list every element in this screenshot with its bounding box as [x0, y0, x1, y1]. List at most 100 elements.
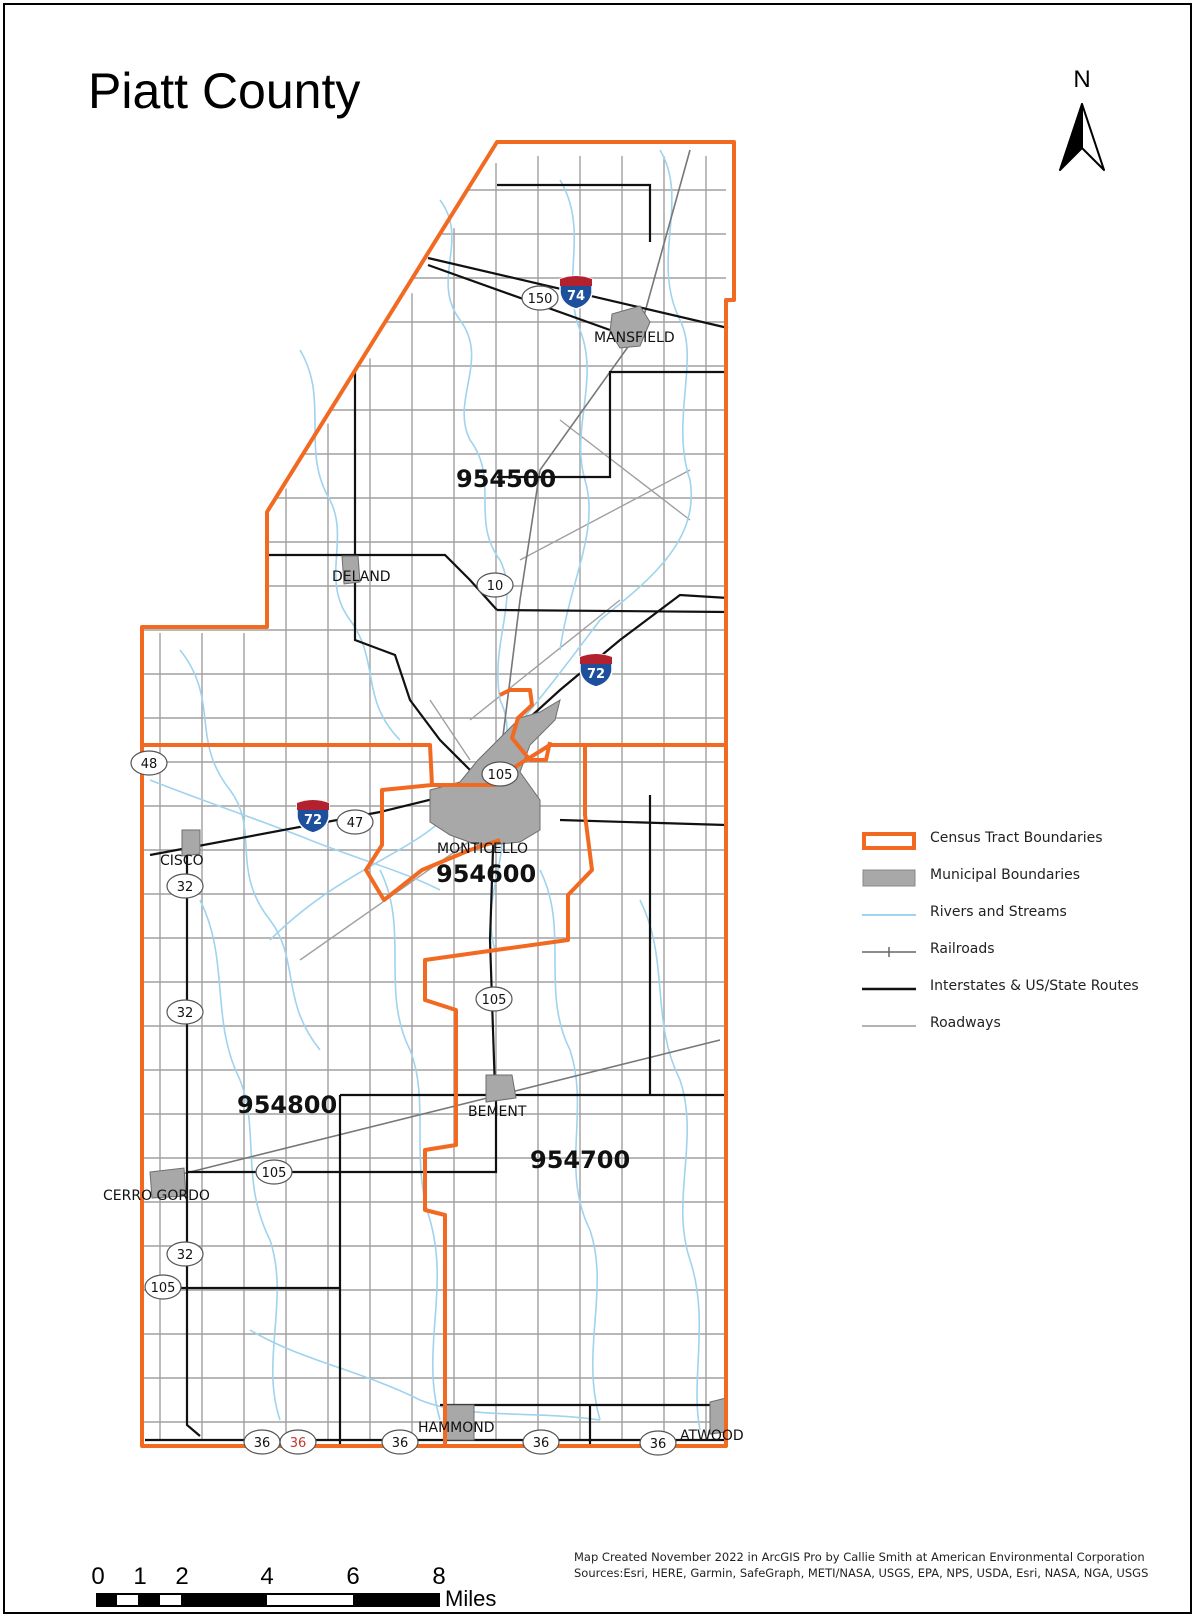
north-letter: N — [1073, 66, 1091, 93]
shield-label: 36 — [650, 1437, 667, 1452]
us-route-shield: 36 — [243, 1429, 281, 1455]
shield-label: 32 — [177, 1006, 194, 1021]
us-route-shield: 36 — [639, 1430, 677, 1456]
scale-tick-0: 0 — [91, 1563, 104, 1590]
state-route-shield: 105 — [255, 1159, 293, 1185]
shield-label: 10 — [487, 579, 504, 594]
place-label-hammond: HAMMOND — [418, 1420, 495, 1436]
us-route-shield: 36 — [522, 1429, 560, 1455]
railroads-layer — [177, 149, 721, 1176]
road-segment — [429, 699, 471, 761]
legend-label: Municipal Boundaries — [930, 867, 1081, 883]
legend-label: Census Tract Boundaries — [930, 830, 1103, 846]
shield-label: 36 — [533, 1436, 550, 1451]
state-route-shield: 10 — [476, 572, 514, 598]
shield-label: 150 — [528, 292, 553, 307]
shield-label: 72 — [587, 667, 605, 682]
us-route-shield: 150 — [521, 285, 559, 311]
map-title: Piatt County — [88, 63, 361, 119]
legend-item-municipal: Municipal Boundaries — [862, 865, 1182, 902]
tract-boundary-swatch — [862, 832, 916, 850]
north-arrow-icon — [1059, 103, 1105, 171]
municipal-deland — [341, 555, 361, 585]
state-route-shield: 48 — [130, 750, 168, 776]
county-boundary — [140, 140, 736, 1448]
tract-line-west — [364, 783, 501, 902]
place-label-cerro-gordo: CERRO GORDO — [103, 1188, 210, 1204]
route-shields: 74 72 72 150 36 36 36 36 36 10 105 48 47 32 32 32 105 105… — [130, 275, 677, 1456]
tract-line-central — [423, 745, 594, 1446]
place-label-atwood: ATWOOD — [680, 1428, 744, 1444]
road-segment — [469, 599, 621, 721]
legend-item-railroads: Railroads — [862, 939, 1182, 976]
north-arrow: N — [1052, 66, 1112, 186]
shield-label: 47 — [347, 816, 364, 831]
place-label-bement: BEMENT — [468, 1104, 527, 1120]
shield-label: 32 — [177, 1248, 194, 1263]
shield-label: 48 — [141, 757, 158, 772]
legend-item-roadways: Roadways — [862, 1013, 1182, 1050]
routes-layer — [145, 183, 729, 1446]
shield-label: 32 — [177, 880, 194, 895]
municipal-cisco — [181, 829, 201, 857]
place-label-deland: DELAND — [332, 569, 391, 585]
scale-tick-4: 4 — [260, 1563, 273, 1590]
shield-label: 105 — [488, 768, 513, 783]
tract-line-monticello-notch — [499, 688, 552, 762]
shield-label: 74 — [567, 289, 585, 304]
legend-item-routes: Interstates & US/State Routes — [862, 976, 1182, 1013]
tract-label-954600: 954600 — [436, 860, 536, 888]
shield-label: 105 — [482, 993, 507, 1008]
roadways-layer — [142, 156, 726, 1440]
state-route-shield: 32 — [166, 1241, 204, 1267]
scale-tick-8: 8 — [432, 1563, 445, 1590]
legend-label: Railroads — [930, 941, 995, 957]
interstate-shield-icon: 74 — [559, 275, 593, 310]
scale-tick-1: 1 — [133, 1563, 146, 1590]
credit-line-1: Map Created November 2022 in ArcGIS Pro … — [574, 1550, 1145, 1564]
route-swatch — [862, 987, 916, 991]
place-label-cisco: CISCO — [160, 853, 204, 869]
legend-item-rivers: Rivers and Streams — [862, 902, 1182, 939]
tract-label-954800: 954800 — [237, 1091, 337, 1119]
river-swatch — [862, 914, 916, 916]
map-frame — [3, 3, 1192, 1614]
state-route-shield: 32 — [166, 999, 204, 1025]
state-route-shield: 105 — [481, 761, 519, 787]
shield-label: 36 — [392, 1436, 409, 1451]
interstate-shield-icon: 72 — [579, 653, 613, 688]
state-route-shield: 32 — [166, 873, 204, 899]
legend-label: Roadways — [930, 1015, 1001, 1031]
legend-label: Interstates & US/State Routes — [930, 978, 1139, 994]
map-legend: Census Tract Boundaries Municipal Bounda… — [862, 828, 1182, 1050]
scale-bar: 0 1 2 4 6 8 Miles — [91, 1563, 496, 1611]
legend-item-tract: Census Tract Boundaries — [862, 828, 1182, 865]
tract-label-954700: 954700 — [530, 1146, 630, 1174]
tract-label-954500: 954500 — [456, 465, 556, 493]
us-route-shield: 36 — [279, 1429, 317, 1455]
legend-label: Rivers and Streams — [930, 904, 1067, 920]
railroad-swatch — [862, 947, 916, 957]
place-label-monticello: MONTICELLO — [437, 841, 528, 857]
shield-label: 72 — [304, 813, 322, 828]
scale-unit: Miles — [445, 1586, 496, 1611]
shield-label: 36 — [254, 1436, 271, 1451]
shield-label: 36 — [290, 1436, 307, 1451]
place-label-mansfield: MANSFIELD — [594, 330, 675, 346]
road-segment — [299, 819, 501, 961]
us-route-shield: 36 — [381, 1429, 419, 1455]
credit-line-2: Sources:Esri, HERE, Garmin, SafeGraph, M… — [574, 1566, 1149, 1580]
municipal-mansfield — [609, 305, 651, 349]
map-credits: Map Created November 2022 in ArcGIS Pro … — [574, 1549, 1148, 1581]
roadway-swatch — [862, 1025, 916, 1027]
municipal-swatch — [862, 869, 916, 887]
map-labels: 954500 954600 954700 954800 MANSFIELD DE… — [103, 330, 744, 1444]
scale-tick-2: 2 — [175, 1563, 188, 1590]
municipal-cerro-gordo — [149, 1167, 187, 1199]
state-route-shield: 105 — [475, 986, 513, 1012]
scale-tick-6: 6 — [346, 1563, 359, 1590]
municipal-bement — [485, 1074, 517, 1103]
interstate-shield-icon: 72 — [296, 799, 330, 834]
shield-label: 105 — [262, 1166, 287, 1181]
